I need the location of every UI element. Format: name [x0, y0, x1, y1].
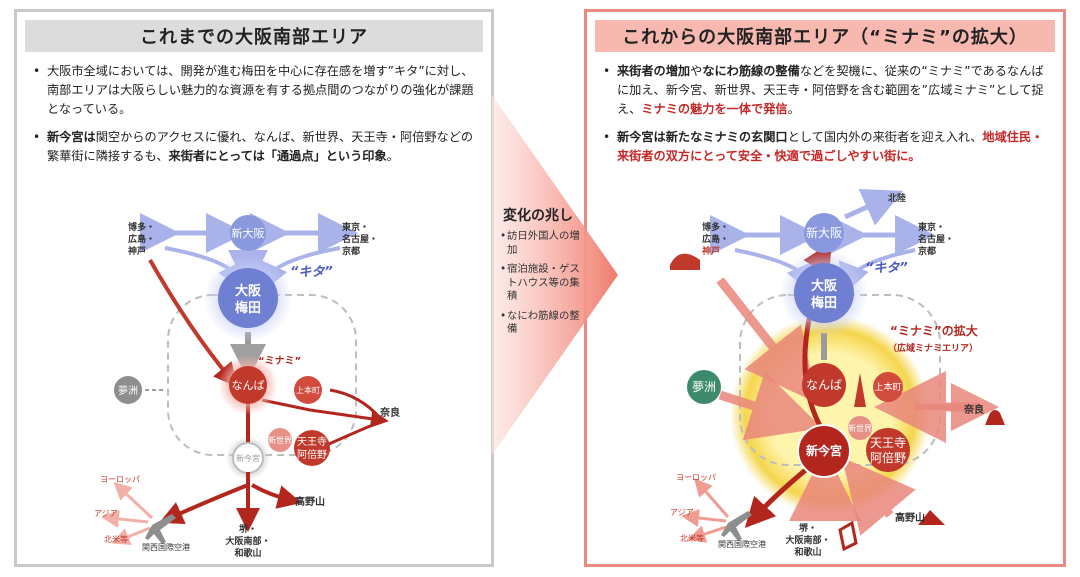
kita-label: “キタ”: [865, 261, 908, 276]
uehommachi-label: 上本町: [296, 385, 320, 395]
future-area-title: これからの大阪南部エリア（“ミナミ”の拡大）: [595, 20, 1055, 52]
namba-label: なんば: [806, 378, 842, 392]
south-label-2: 大阪南部・: [785, 534, 830, 546]
bullet-text-run: 来街者にとっては「通過点」という印象: [168, 149, 387, 163]
south-label-2: 大阪南部・: [225, 535, 270, 547]
kobe-tower-icon: [670, 253, 700, 270]
mountain-icon: [918, 510, 945, 525]
south-label-3: 和歌山: [793, 546, 821, 558]
shinsekai-label: 新世界: [848, 423, 872, 433]
change-item: 宿泊施設・ゲストハウス等の集積: [500, 263, 586, 304]
europe-label: ヨーロッパ: [100, 475, 140, 484]
tennoji-label-2: 阿倍野: [870, 450, 906, 465]
koyasan-label: 高野山: [295, 495, 325, 508]
change-item: なにわ筋線の整備: [500, 310, 586, 337]
yumeshima-label: 夢洲: [692, 380, 716, 394]
shinsekai-label: 新世界: [268, 435, 292, 445]
bullet-text-run: 。: [386, 149, 399, 163]
east-label-3: 京都: [918, 245, 936, 257]
kita-label: “キタ”: [290, 265, 333, 280]
change-item: 訪日外国人の増加: [500, 230, 586, 257]
south-label-3: 和歌山: [233, 547, 261, 559]
signs-of-change-title: 変化の兆し: [503, 208, 573, 224]
asia-label: アジア: [670, 508, 694, 517]
koyasan-label: 高野山: [895, 511, 925, 524]
current-area-bullets: 大阪市全域においては、開発が進む梅田を中心に存在感を増す”キタ”に対し、南部エリ…: [31, 62, 477, 175]
west-label-3: 神戸: [702, 245, 720, 257]
south-label-1: 堺・: [239, 523, 257, 535]
umeda-label-2: 梅田: [235, 300, 261, 316]
yumeshima-label: 夢洲: [118, 384, 138, 397]
uehommachi-label: 上本町: [874, 381, 901, 393]
umeda-label-1: 大阪: [811, 278, 838, 294]
namba-label: なんば: [232, 379, 265, 392]
tennoji-label-1: 天王寺: [297, 436, 327, 448]
kix-label: 関西国際空港: [142, 542, 190, 552]
bullet-text-run: や: [690, 64, 703, 78]
shin-imamiya-label: 新今宮: [806, 443, 842, 458]
kix-label: 関西国際空港: [718, 539, 766, 549]
umeda-label-2: 梅田: [811, 295, 837, 311]
shin-imamiya-label: 新今宮: [236, 453, 260, 463]
hokuriku-label: 北陸: [888, 192, 906, 204]
north-america-label: 北米等: [104, 534, 128, 544]
kofun-icon: [838, 520, 858, 552]
bullet-text-run: 来街者の増加: [617, 64, 691, 78]
future-area-map: 新大阪 大阪 梅田 “キタ” “ミナミ”の拡大 （広域ミナミエリア） なんば 上…: [670, 188, 1005, 558]
future-area-panel: これからの大阪南部エリア（“ミナミ”の拡大） 来街者の増加やなにわ筋線の整備など…: [584, 9, 1066, 567]
signs-of-change-list: 訪日外国人の増加 宿泊施設・ゲストハウス等の集積 なにわ筋線の整備: [500, 230, 586, 343]
europe-label: ヨーロッパ: [676, 473, 716, 482]
wide-minami-label: （広域ミナミエリア）: [888, 342, 978, 354]
bullet-item: 新今宮は新たなミナミの玄関口として国内外の来街者を迎え入れ、地域住民・来街者の双…: [601, 128, 1049, 166]
tsutenkaku-icon: [854, 373, 866, 407]
west-label-1: 博多・: [128, 221, 155, 233]
bullet-text-run: などを契機に、従来の“ミナミ”であるなんばに加え、新今宮、新世界、天王寺・阿倍野…: [617, 64, 1044, 116]
daibutsu-icon: [985, 410, 1005, 425]
airplane-icon: [721, 511, 752, 541]
bullet-text-run: 新今宮は新たなミナミの玄関口: [617, 130, 788, 144]
umeda-label-1: 大阪: [235, 283, 262, 299]
nara-label: 奈良: [963, 403, 984, 416]
north-america-label: 北米等: [680, 533, 704, 543]
current-area-map: 新大阪 大阪 梅田 “キタ” “ミナミ” なんば 上本町 新世界 天王寺 阿倍野…: [94, 213, 400, 559]
airplane-icon: [145, 514, 176, 544]
future-area-bullets: 来街者の増加やなにわ筋線の整備などを契機に、従来の“ミナミ”であるなんばに加え、…: [601, 62, 1049, 175]
bullet-item: 来街者の増加やなにわ筋線の整備などを契機に、従来の“ミナミ”であるなんばに加え、…: [601, 62, 1049, 119]
west-label-2: 広島・: [128, 233, 155, 245]
bullet-text-run: 地域住民・来街者の双方にとって安全・快適で過ごしやすい街に。: [617, 130, 1044, 163]
bullet-item: 大阪市全域においては、開発が進む梅田を中心に存在感を増す”キタ”に対し、南部エリ…: [31, 62, 477, 119]
shin-osaka-label: 新大阪: [806, 225, 842, 240]
tennoji-label-1: 天王寺: [870, 436, 906, 450]
bullet-item: 新今宮は関空からのアクセスに優れ、なんば、新世界、天王寺・阿倍野などの繁華街に隣…: [31, 128, 477, 166]
east-label-2: 名古屋・: [918, 233, 954, 245]
bullet-text-run: 大阪市全域においては、開発が進む梅田を中心に存在感を増す”キタ”に対し、南部エリ…: [47, 64, 474, 116]
bullet-text-run: 新今宮は: [47, 130, 96, 144]
minami-label: “ミナミ”: [258, 355, 301, 367]
west-label-2: 広島・: [702, 233, 729, 245]
west-label-1: 博多・: [702, 221, 729, 233]
east-label-2: 名古屋・: [342, 233, 378, 245]
bullet-text-run: なにわ筋線の整備: [702, 64, 800, 78]
south-label-1: 堺・: [799, 522, 817, 534]
tennoji-label-2: 阿倍野: [297, 448, 327, 461]
bullet-text-run: ミナミの魅力を一体で発信: [641, 102, 788, 116]
bullet-text-run: 関空からのアクセスに優れ、なんば、新世界、天王寺・阿倍野などの繁華街に隣接するも…: [47, 130, 474, 163]
west-label-3: 神戸: [128, 245, 146, 257]
east-label-1: 東京・: [918, 221, 945, 233]
east-label-1: 東京・: [342, 221, 369, 233]
minami-expansion-label: “ミナミ”の拡大: [890, 323, 978, 338]
current-area-panel: これまでの大阪南部エリア 大阪市全域においては、開発が進む梅田を中心に存在感を増…: [14, 9, 494, 567]
shin-osaka-label: 新大阪: [232, 226, 265, 240]
nara-label: 奈良: [379, 406, 400, 419]
bullet-text-run: 。: [787, 102, 800, 116]
east-label-3: 京都: [342, 245, 360, 257]
asia-label: アジア: [94, 509, 118, 518]
current-area-title: これまでの大阪南部エリア: [25, 20, 483, 52]
bullet-text-run: として国内外の来街者を迎え入れ、: [787, 130, 983, 144]
